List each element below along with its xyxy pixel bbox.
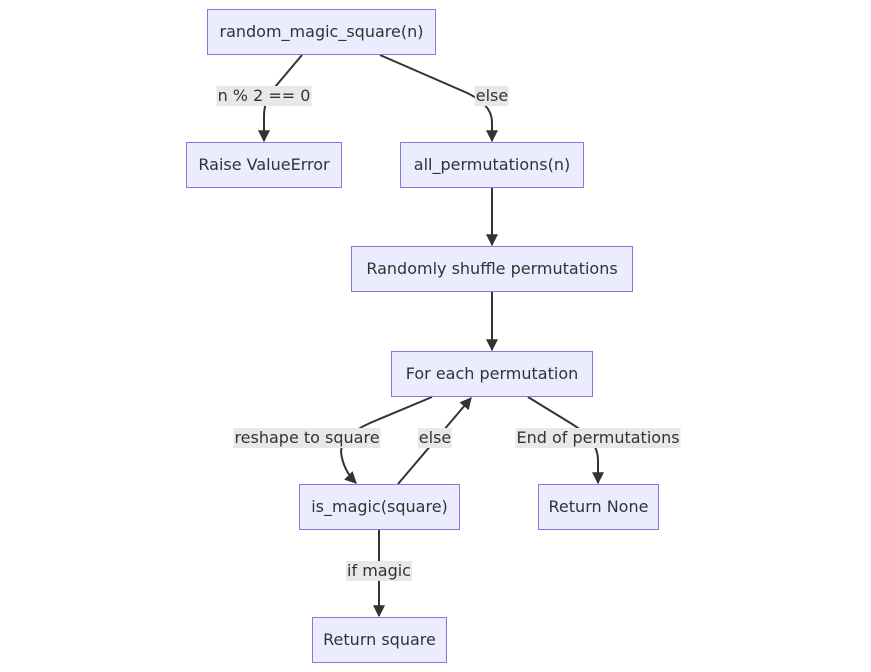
node-label: For each permutation (405, 364, 579, 383)
edge-label-else-top: else (474, 86, 510, 106)
node-shuffle-permutations: Randomly shuffle permutations (351, 246, 633, 292)
edge-is-magic-to-foreach (397, 397, 472, 485)
node-label: Return square (323, 630, 436, 649)
edge-label-if-magic: if magic (346, 561, 412, 581)
node-label: Raise ValueError (198, 155, 330, 174)
node-random-magic-square: random_magic_square(n) (207, 9, 436, 55)
node-label: Randomly shuffle permutations (366, 259, 618, 278)
node-raise-valueerror: Raise ValueError (186, 142, 342, 188)
edge-label-reshape-to-square: reshape to square (233, 428, 381, 448)
node-label: Return None (548, 497, 649, 516)
node-label: is_magic(square) (311, 497, 448, 516)
node-label: all_permutations(n) (413, 155, 571, 174)
node-return-none: Return None (538, 484, 659, 530)
node-for-each-permutation: For each permutation (391, 351, 593, 397)
edge-label-else-loop: else (417, 428, 453, 448)
node-label: random_magic_square(n) (219, 22, 424, 41)
node-all-permutations: all_permutations(n) (400, 142, 584, 188)
node-is-magic: is_magic(square) (299, 484, 460, 530)
edge-label-n-mod-2: n % 2 == 0 (216, 86, 312, 106)
node-return-square: Return square (312, 617, 447, 663)
edge-label-end-of-permutations: End of permutations (515, 428, 681, 448)
edge-foreach-to-is-magic (339, 396, 433, 484)
